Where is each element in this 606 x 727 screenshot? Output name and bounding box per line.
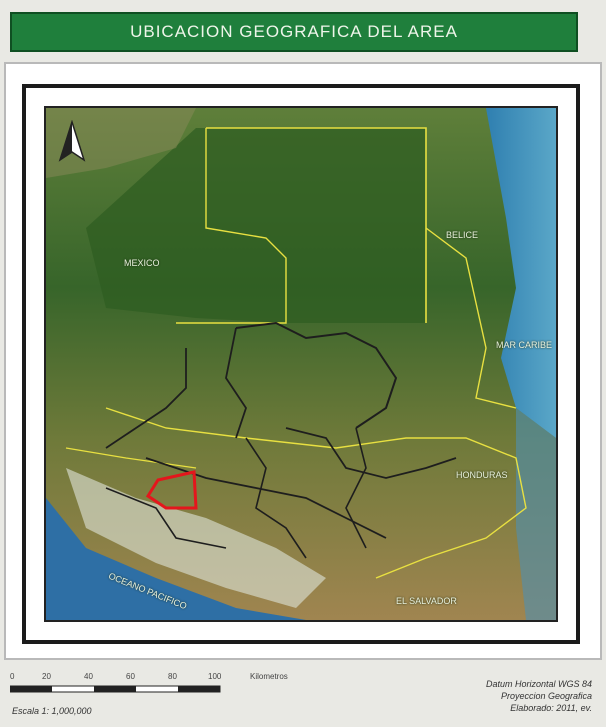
border-belize [425,227,517,409]
study-area-outline[interactable] [145,470,198,510]
label-mexico: MEXICO [124,258,160,268]
border-yellow-south [105,407,527,579]
caribbean-sea [486,108,556,438]
department-line-8 [105,487,227,549]
border-southwest [65,447,197,469]
department-line-4 [285,427,457,479]
map-title-banner: UBICACION GEOGRAFICA DEL AREA [10,12,578,52]
credit-datum: Datum Horizontal WGS 84 [485,679,592,689]
scale-ratio: Escala 1: 1,000,000 [12,706,92,716]
map-credits: Datum Horizontal WGS 84 Proyeccion Geogr… [486,678,592,714]
scale-tick: 0 [10,672,15,681]
department-line-7 [345,427,367,549]
north-arrow-icon [58,120,86,162]
department-line-3 [225,327,247,439]
forest-region [86,128,426,323]
map-title: UBICACION GEOGRAFICA DEL AREA [130,22,458,41]
scale-tick: 80 [168,672,177,681]
map-panel: MEXICO BELICE MAR CARIBE HONDURAS EL SAL… [4,62,602,660]
map-canvas[interactable]: MEXICO BELICE MAR CARIBE HONDURAS EL SAL… [44,106,558,622]
map-frame: MEXICO BELICE MAR CARIBE HONDURAS EL SAL… [22,84,580,644]
scale-tick: 60 [126,672,135,681]
scale-tick: 100 [208,672,222,681]
label-honduras: HONDURAS [456,470,508,480]
satellite-map [46,108,556,620]
department-line-2 [105,348,187,449]
label-caribbean: MAR CARIBE [496,340,553,350]
gulf-water [516,408,556,620]
pacific-ocean [46,498,306,620]
scale-tick-unit: Kilometros [250,672,288,681]
scale-tick: 40 [84,672,93,681]
label-salvador: EL SALVADOR [396,596,457,606]
credit-projection: Proyeccion Geografica [500,691,592,701]
map-footer: 0 20 40 60 80 100 Kilometros Escala 1: 1… [0,666,606,727]
border-mexico [176,128,287,324]
department-line-1 [235,321,398,429]
credit-author: Elaborado: 2011, ev. [510,703,592,713]
scale-tick: 20 [42,672,51,681]
label-belize: BELICE [446,230,479,240]
border-peten [206,127,427,323]
scale-bar [10,685,221,693]
coastal-plain [66,468,326,608]
department-line-6 [245,437,307,559]
